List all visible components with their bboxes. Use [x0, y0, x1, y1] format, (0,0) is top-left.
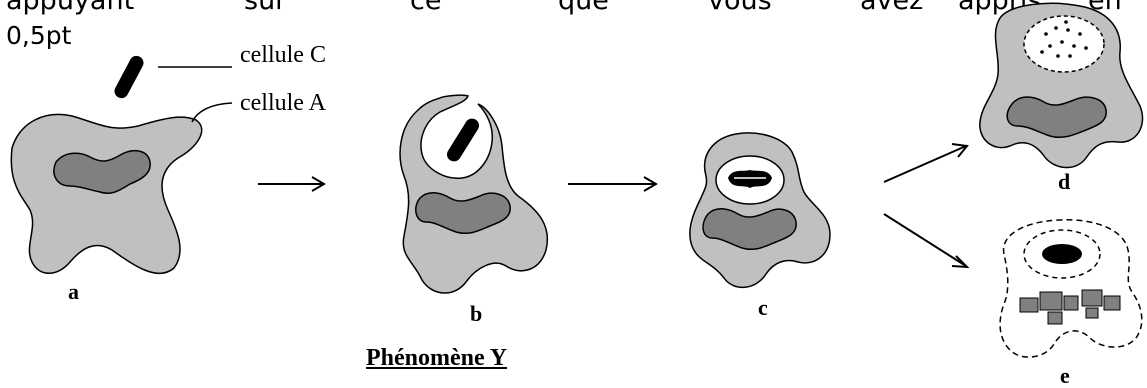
stage-c-cell	[689, 132, 831, 288]
points-value: 0,5pt	[6, 21, 72, 50]
diagram-title: Phénomène Y	[366, 345, 508, 371]
cell-c-label: cellule C	[240, 42, 326, 68]
stage-label-a: a	[68, 279, 79, 304]
stage-label-c: c	[758, 295, 768, 320]
word-3: ce	[410, 0, 442, 16]
stage-d-cell	[979, 2, 1144, 169]
stage-b-cell	[399, 94, 549, 294]
word-6: avez	[860, 0, 924, 16]
word-4: que	[558, 0, 609, 16]
arrow-b-c	[568, 176, 658, 192]
word-2: sur	[244, 0, 287, 16]
cell-a-pointer	[191, 102, 233, 123]
word-1: appuyant	[6, 0, 135, 16]
cell-c-bacterium	[114, 55, 144, 99]
cell-a-label: cellule A	[240, 90, 326, 116]
stage-label-b: b	[470, 301, 483, 326]
arrow-a-b	[258, 176, 326, 192]
engulfed-bacterium-b	[446, 118, 480, 162]
stage-label-e: e	[1060, 363, 1070, 388]
stage-label-d: d	[1058, 169, 1071, 194]
stage-e-cell	[999, 219, 1143, 358]
stage-a-cell	[10, 113, 203, 274]
arrow-c-e	[883, 213, 970, 269]
word-5: vous	[708, 0, 772, 16]
arrow-c-d	[883, 143, 969, 183]
